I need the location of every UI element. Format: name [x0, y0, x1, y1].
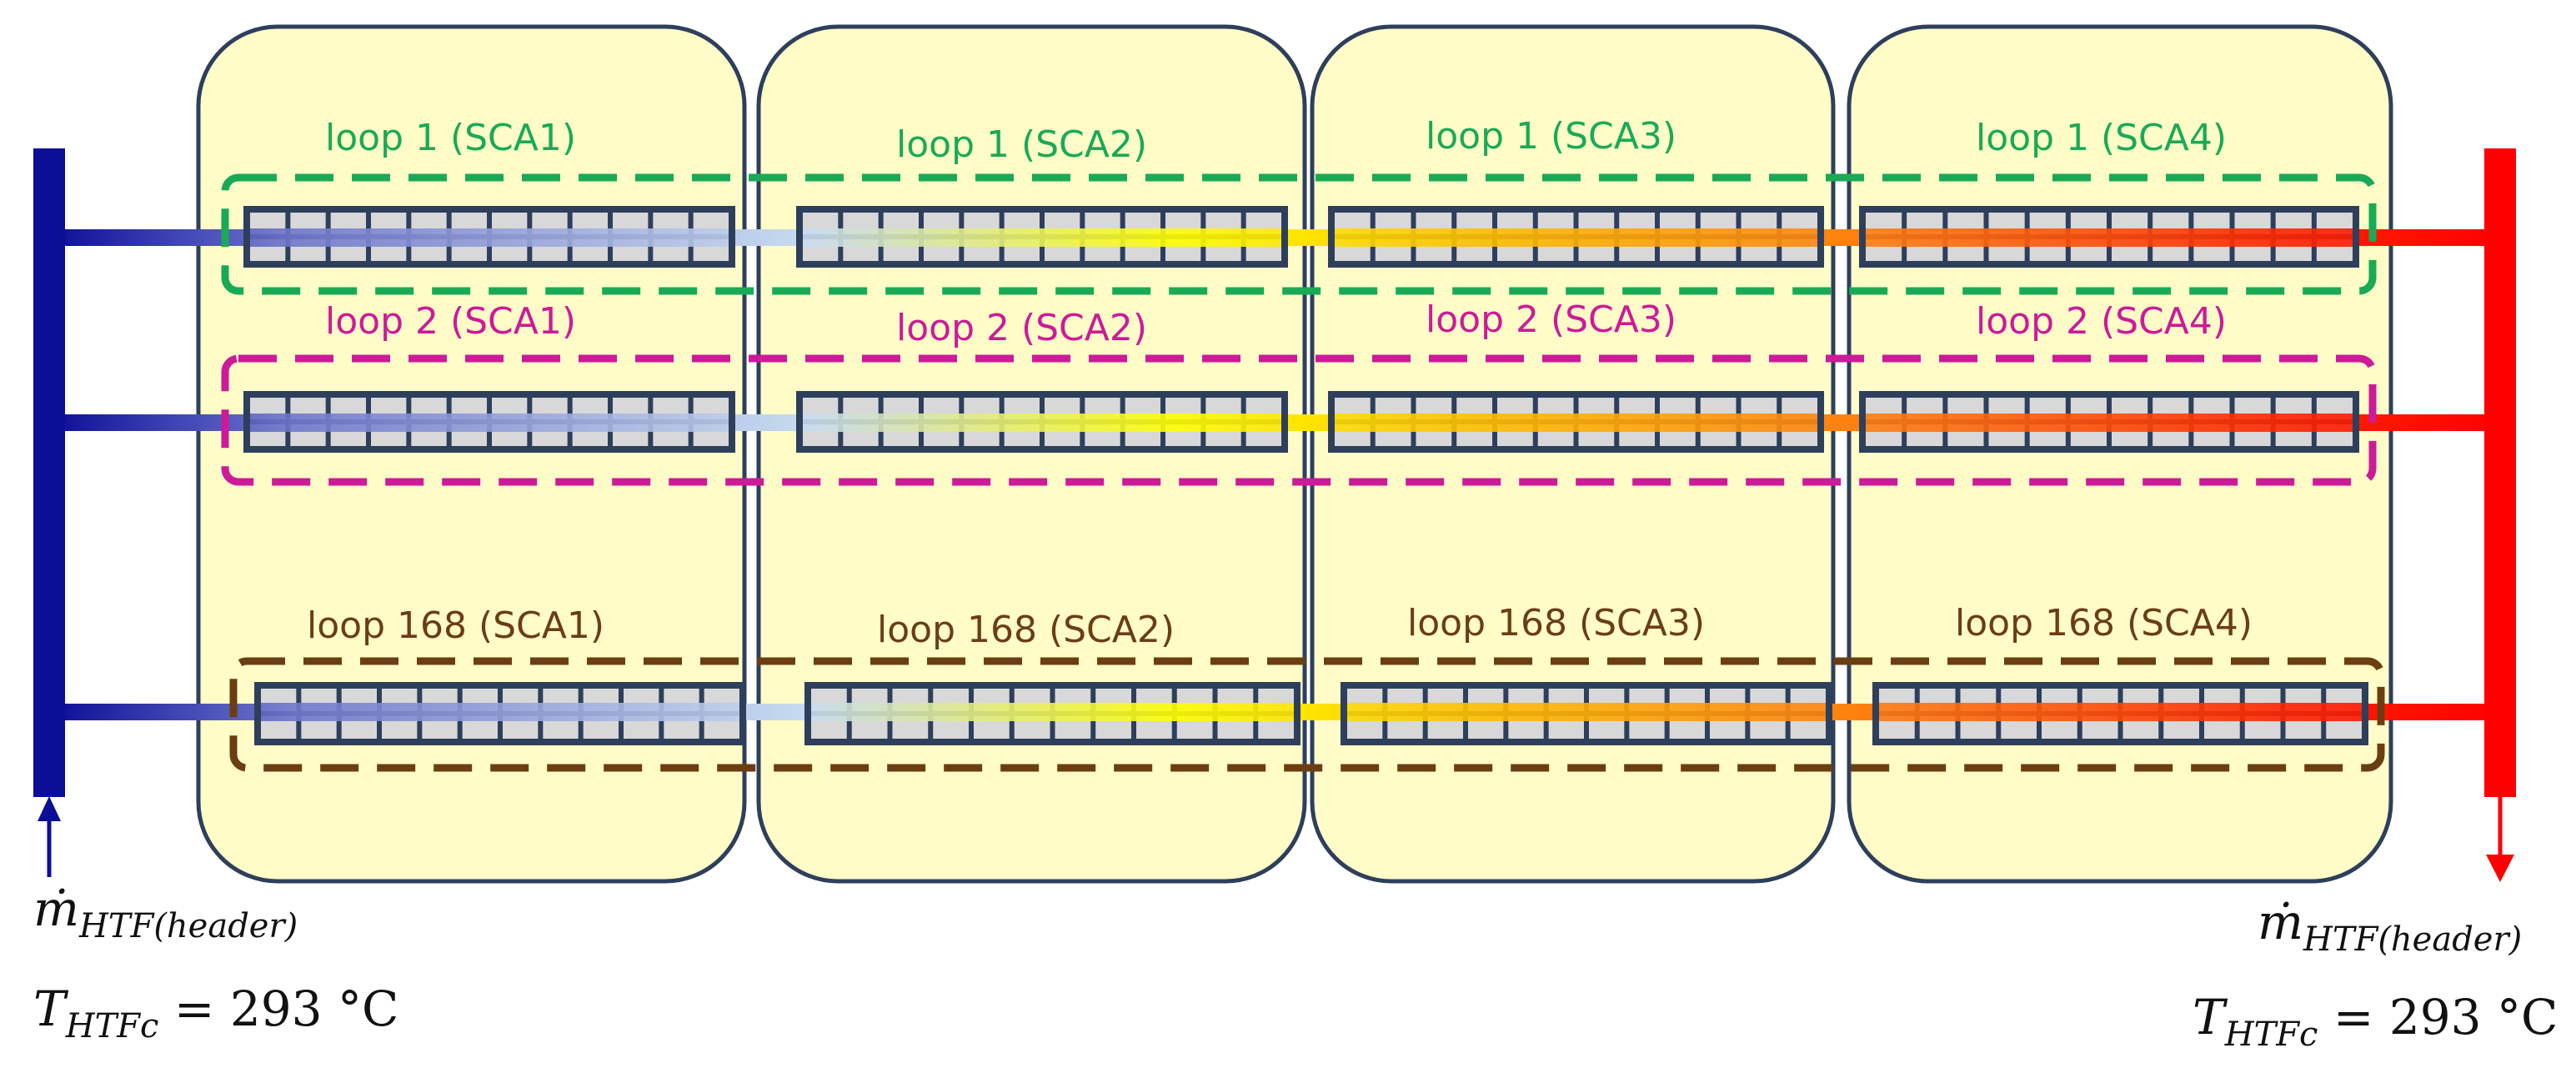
- loop-2-label-sca1: loop 2 (SCA1): [325, 300, 576, 343]
- outlet-header: [2484, 148, 2516, 797]
- absorber-tube: [1335, 228, 1817, 247]
- loop-1-dashed-outline: [221, 173, 2377, 295]
- loop-1-label-sca1: loop 1 (SCA1): [325, 117, 576, 159]
- loop-1-collector-sca3: [1328, 206, 1824, 268]
- loop-168-collector-sca2: [804, 682, 1301, 745]
- loop-1-label-sca2: loop 1 (SCA2): [896, 123, 1147, 166]
- absorber-tube: [803, 228, 1281, 247]
- absorber-tube: [1866, 228, 2353, 247]
- outlet-arrow-icon: [2486, 797, 2514, 882]
- absorber-tube: [1879, 703, 2362, 721]
- loop-1-label-sca4: loop 1 (SCA4): [1976, 117, 2227, 159]
- inlet-flow-label: ṁHTF(header): [33, 880, 298, 945]
- loop-2-collector-sca1: [243, 391, 735, 453]
- loop-2-dashed-outline: [221, 354, 2377, 486]
- loop-168-label-sca4: loop 168 (SCA4): [1955, 602, 2253, 644]
- absorber-tube: [811, 703, 1294, 721]
- loop-168-dashed-outline: [229, 657, 2385, 772]
- loop-2-label-sca3: loop 2 (SCA3): [1426, 298, 1676, 341]
- absorber-tube: [250, 228, 729, 247]
- loop-1-label-sca3: loop 1 (SCA3): [1426, 115, 1676, 158]
- loop-outlines: [221, 173, 2385, 772]
- absorber-tube: [803, 414, 1281, 432]
- loop-168-collector-sca3: [1341, 682, 1832, 745]
- loop-168-label-sca2: loop 168 (SCA2): [877, 609, 1175, 651]
- loop-1-collector-sca4: [1859, 206, 2359, 268]
- inlet-header: [33, 148, 65, 797]
- loop-2-label-sca2: loop 2 (SCA2): [896, 307, 1147, 349]
- loop-168-collector-sca1: [254, 682, 746, 745]
- loop-2-collector-sca3: [1328, 391, 1824, 453]
- loop-1-collector-sca2: [796, 206, 1288, 268]
- collector-rows: [243, 206, 2368, 745]
- absorber-tube: [1866, 414, 2353, 432]
- absorber-tube: [250, 414, 729, 432]
- loop-168-label-sca3: loop 168 (SCA3): [1407, 602, 1705, 644]
- outlet-flow-label: ṁHTF(header): [2258, 894, 2522, 959]
- inlet-arrow-icon: [38, 796, 61, 877]
- absorber-tube: [1335, 414, 1817, 432]
- loop-labels: loop 1 (SCA1) loop 1 (SCA2) loop 1 (SCA3) l…: [307, 115, 2253, 651]
- loop-168-label-sca1: loop 168 (SCA1): [307, 604, 604, 647]
- loop-168-collector-sca4: [1872, 682, 2368, 745]
- loop-1-collector-sca1: [243, 206, 735, 268]
- absorber-tube: [261, 703, 739, 721]
- inlet-temperature-label: THTFc = 293 °C: [33, 980, 398, 1045]
- loop-2-collector-sca4: [1859, 391, 2359, 453]
- loop-2-label-sca4: loop 2 (SCA4): [1976, 300, 2227, 343]
- absorber-tube: [1347, 703, 1826, 721]
- outlet-temperature-label: THTFc = 293 °C: [2193, 989, 2558, 1054]
- loop-2-collector-sca2: [796, 391, 1288, 453]
